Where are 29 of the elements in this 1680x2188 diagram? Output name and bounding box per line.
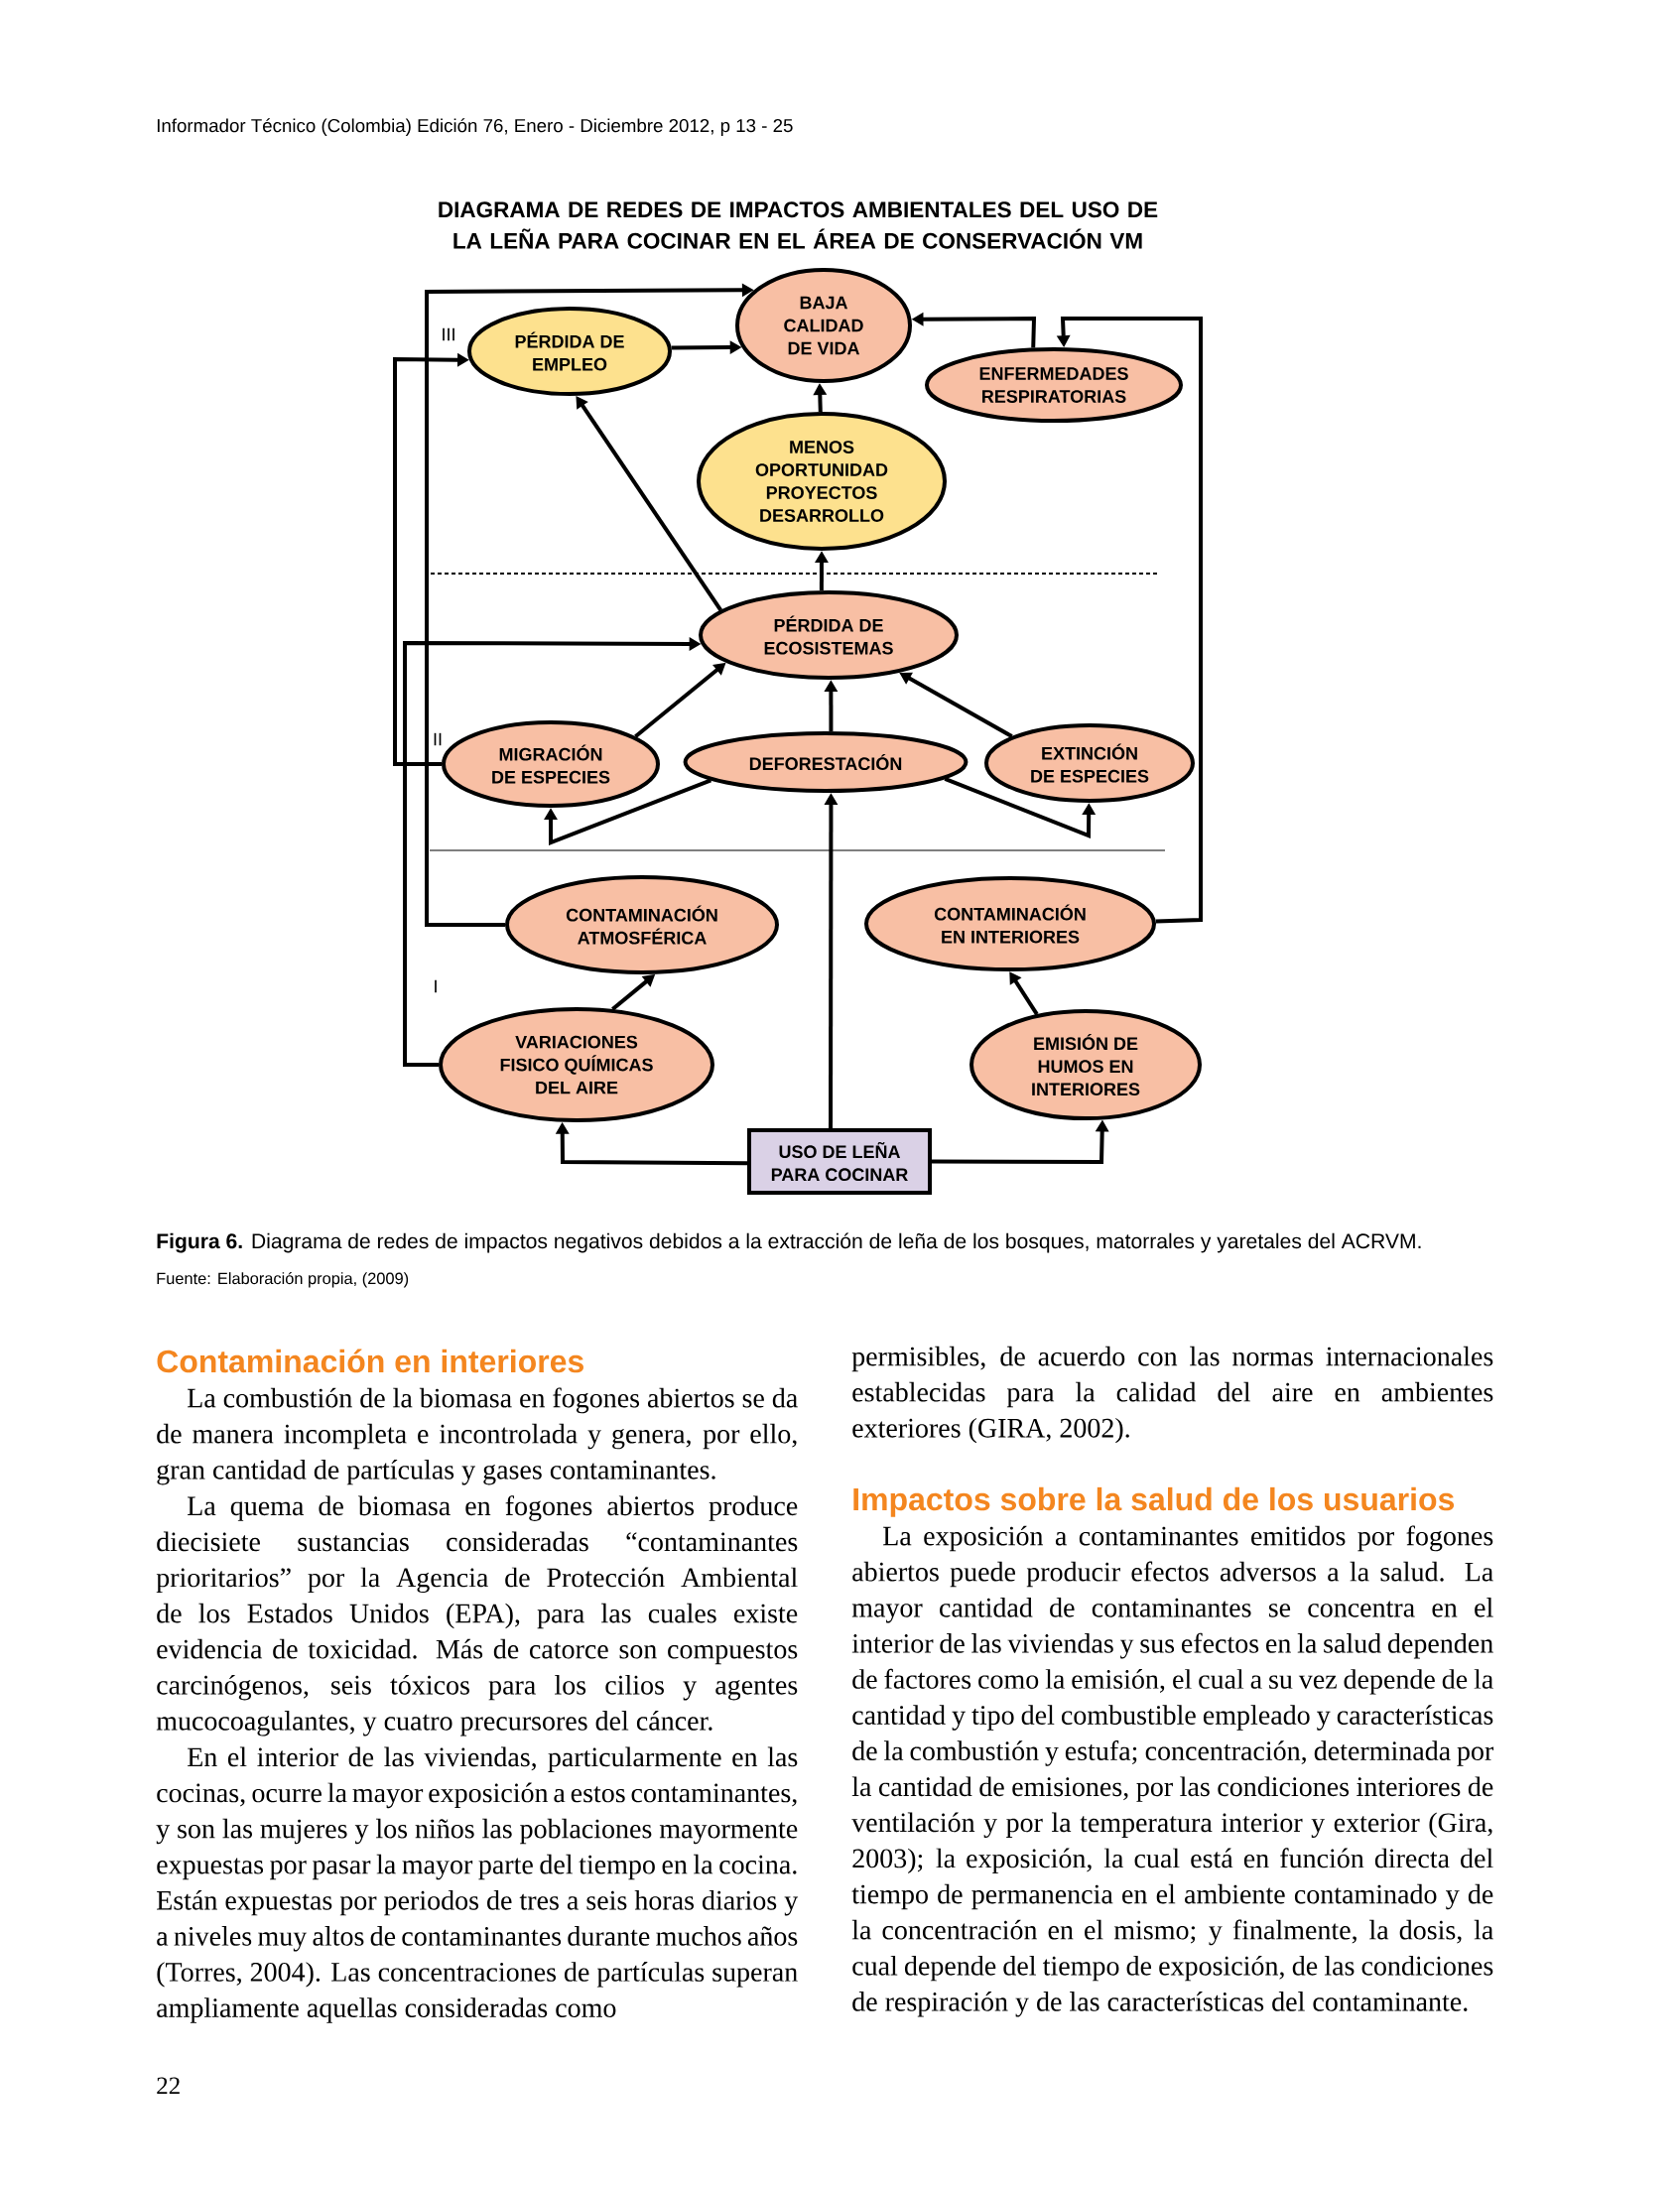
body-paragraph: permisibles, de acuerdo con las normas internacionales establecidas para la calidad del aire en ambientes exteriores (GIRA, 2002). xyxy=(851,1346,1493,1444)
diagram-title: DIAGRAMA DE REDES DE IMPACTOS AMBIENTALES DEL USO DE LA LEÑA PARA COCINAR EN EL ÁREA DE CONSERVACIÓN VM xyxy=(439,201,1158,249)
body-paragraph: La combustión de la biomasa en fogones abiertos se da de manera incompleta e incontrolada y genera, por ello, gran cantidad de partículas y gases contaminantes. xyxy=(157,1387,798,1485)
section-heading: Impactos sobre la salud de los usuarios xyxy=(853,1486,1455,1517)
ellipse-node: ENFERMEDADES RESPIRATORIAS xyxy=(925,347,1183,423)
source-note: Fuente: Elaboración propia, (2009) xyxy=(157,1271,409,1288)
ellipse-node: VARIACIONES FISICO QUÍMICAS DEL AIRE xyxy=(439,1007,714,1122)
ellipse-node: DEFORESTACIÓN xyxy=(683,731,969,793)
page-number: 22 xyxy=(157,2077,180,2094)
process-box: USO DE LEÑA PARA COCINAR xyxy=(747,1128,932,1195)
section-heading: Contaminación en interiores xyxy=(157,1349,583,1373)
ellipse-node: BAJA CALIDAD DE VIDA xyxy=(735,268,912,383)
body-paragraph: La quema de biomasa en fogones abiertos produce diecisiete sustancias consideradas “contaminantes prioritarios” por la Agencia de Protección Ambiental de los Estados Unidos (EPA), para las cuales existe evidencia de toxicidad. Más de catorce son compuestos carcinógenos, seis tóxicos para los cilios y agentes mucocoagulantes, y cuatro precursores del cáncer. xyxy=(156,1495,798,1737)
ellipse-node: PÉRDIDA DE ECOSISTEMAS xyxy=(699,590,959,680)
region-numeral: III xyxy=(443,327,454,341)
ellipse-node: PÉRDIDA DE EMPLEO xyxy=(467,307,672,396)
ellipse-node: EXTINCIÓN DE ESPECIES xyxy=(984,723,1195,803)
ellipse-node: CONTAMINACIÓN EN INTERIORES xyxy=(864,876,1156,971)
figure-caption: Figura 6. Diagrama de redes de impactos negativos debidos a la extracción de leña de los bosques, matorrales y yaretales del ACRVM. xyxy=(157,1232,1421,1253)
ellipse-node: EMISIÓN DE HUMOS EN INTERIORES xyxy=(969,1009,1202,1120)
body-paragraph: La exposición a contaminantes emitidos por fogones abiertos puede producir efectos adversos a la salud. La mayor cantidad de contaminantes se concentra en el interior de las viviendas y sus efectos en la salud dependen de factores como la emisión, el cual a su vez depende de la cantidad y tipo del combustible empleado y características de la combustión y estufa; concentración, determinada por la cantidad de emisiones, por las condiciones interiores de ventilación y por la temperatura interior y exterior (Gira, 2003); la exposición, la cual está en función directa del tiempo de permanencia en el ambiente contaminado y de la concentración en el mismo; y finalmente, la dosis, la cual depende del tiempo de exposición, de las condiciones de respiración y de las características del contaminante. xyxy=(851,1525,1494,2017)
running-header: Informador Técnico (Colombia) Edición 76, Enero - Diciembre 2012, p 13 - 25 xyxy=(157,118,793,136)
region-numeral: I xyxy=(435,979,437,993)
ellipse-node: MENOS OPORTUNIDAD PROYECTOS DESARROLLO xyxy=(697,412,947,551)
ellipse-node: CONTAMINACIÓN ATMOSFÉRICA xyxy=(505,875,779,974)
body-paragraph: En el interior de las viviendas, particularmente en las cocinas, ocurre la mayor exposición a estos contaminantes, y son las mujeres y los niños las poblaciones mayormente expuestas por pasar la mayor parte del tiempo en la cocina. Están expuestas por periodos de tres a seis horas diarios y a niveles muy altos de contaminantes durante muchos años (Torres, 2004). Las concentraciones de partículas superan ampliamente aquellas consideradas como xyxy=(156,1746,799,2023)
region-numeral: II xyxy=(434,732,442,746)
arrow xyxy=(544,778,712,845)
ellipse-node: MIGRACIÓN DE ESPECIES xyxy=(442,720,660,808)
